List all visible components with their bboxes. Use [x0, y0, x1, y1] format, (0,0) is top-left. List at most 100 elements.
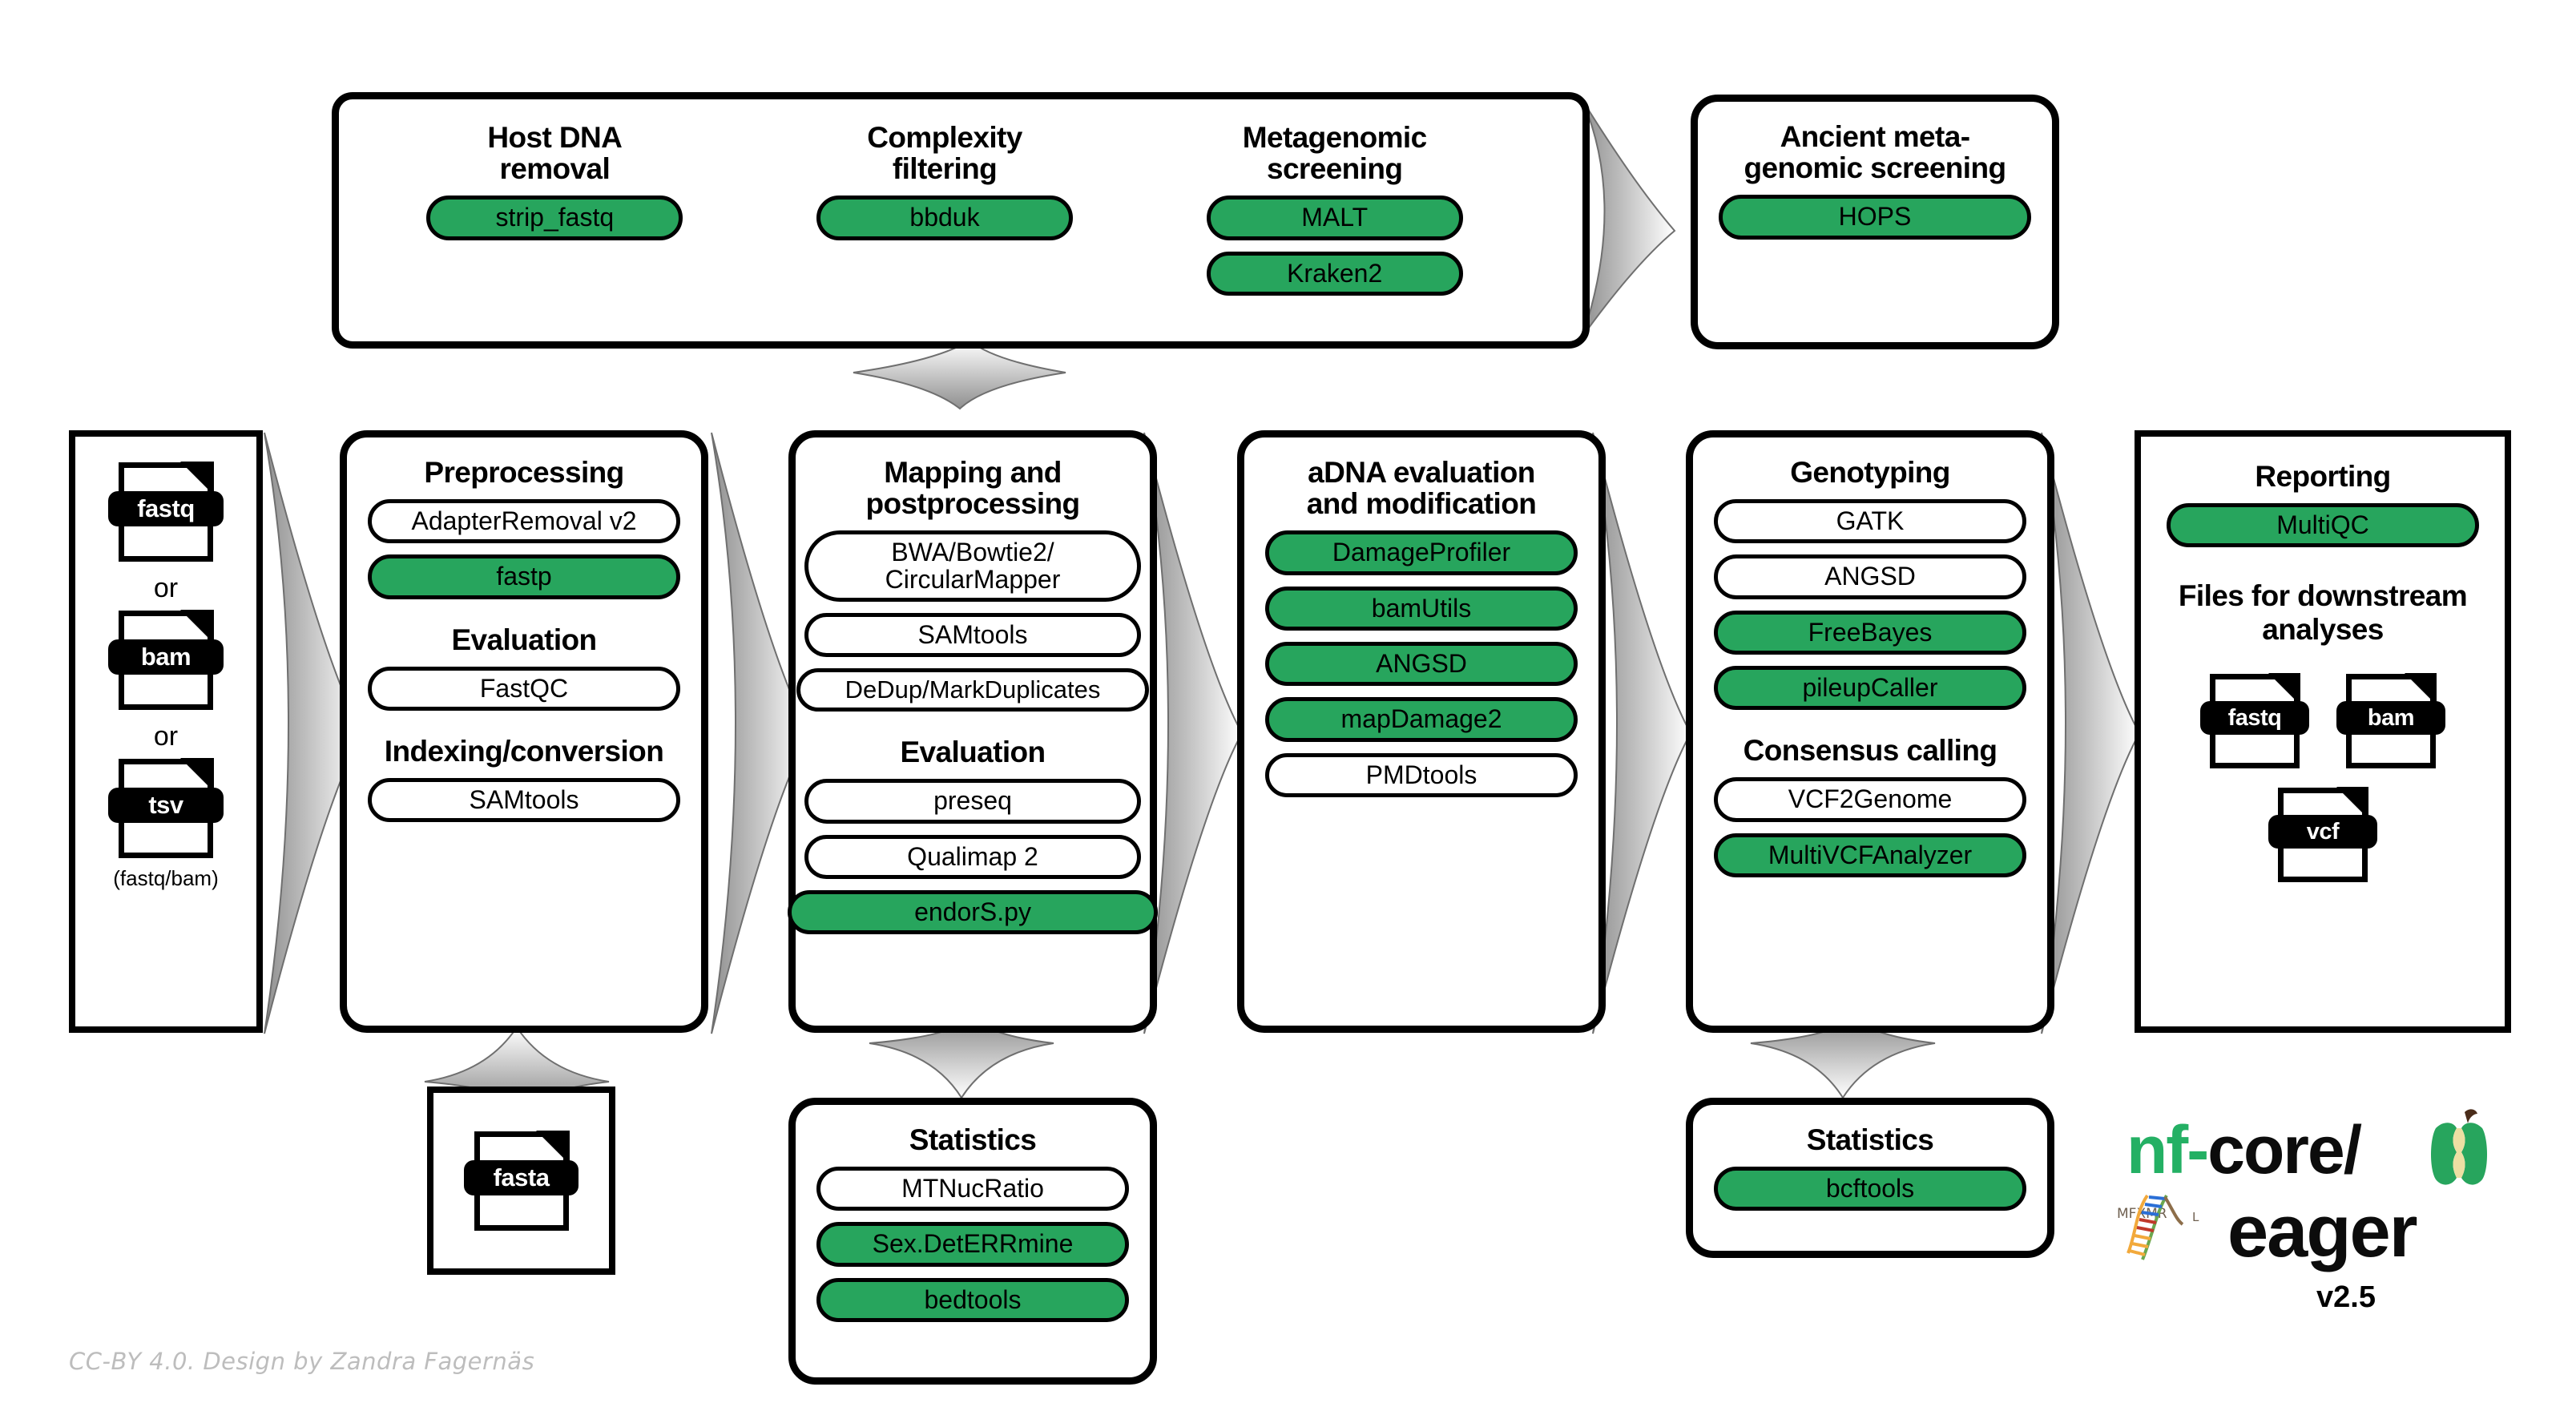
tool-pill-fastqc[interactable]: FastQC — [368, 666, 680, 712]
file-icon-vcf-output: vcf — [2268, 787, 2378, 883]
top-group-box: Host DNA removal strip_fastq Complexity … — [332, 92, 1590, 349]
apple-core-icon — [2431, 1109, 2487, 1185]
tool-pill-dedup-markduplicates[interactable]: DeDup/MarkDuplicates — [796, 668, 1149, 712]
or-label-2: or — [153, 721, 179, 752]
tool-pill-angsd-genotyping[interactable]: ANGSD — [1714, 554, 2026, 599]
card-title-reporting: Reporting — [2255, 460, 2391, 493]
tool-pill-damageprofiler[interactable]: DamageProfiler — [1265, 530, 1578, 575]
section-heading-indexing: Indexing/conversion — [384, 735, 664, 768]
top-column-complexity: Complexity filtering bbduk — [750, 117, 1140, 341]
input-files-box: fastq or bam or tsv (fastq/bam) — [69, 430, 263, 1033]
file-fold-corner — [180, 610, 214, 643]
card-title-adna: aDNA evaluation and modification — [1306, 456, 1537, 521]
tool-pill-angsd-adna[interactable]: ANGSD — [1265, 641, 1578, 687]
file-type-label: tsv — [108, 788, 224, 823]
file-icon-fastq-output: fastq — [2199, 673, 2310, 769]
genotyping-card: Genotyping GATK ANGSD FreeBayes pileupCa… — [1686, 430, 2054, 1033]
card-title-genotyping: Genotyping — [1790, 456, 1950, 489]
tool-pill-freebayes[interactable]: FreeBayes — [1714, 610, 2026, 655]
logo-eager-text: eager — [2227, 1191, 2417, 1272]
file-type-label: bam — [2336, 701, 2446, 736]
reporting-card: Reporting MultiQC Files for downstream a… — [2135, 430, 2511, 1033]
tool-pill-multivcfanalyzer[interactable]: MultiVCFAnalyzer — [1714, 833, 2026, 877]
file-icon-bam-output: bam — [2336, 673, 2446, 769]
file-fold-corner — [180, 462, 214, 495]
tool-pill-sex-deterrmine[interactable]: Sex.DetERRmine — [816, 1222, 1129, 1267]
tool-pill-kraken2[interactable]: Kraken2 — [1206, 251, 1463, 296]
logo-version: v2.5 — [2316, 1280, 2376, 1314]
tool-pill-pileupcaller[interactable]: pileupCaller — [1714, 666, 2026, 711]
ancient-metagenomic-card: Ancient meta- genomic screening HOPS — [1691, 95, 2059, 349]
mapping-card: Mapping and postprocessing BWA/Bowtie2/ … — [788, 430, 1158, 1033]
file-type-label: vcf — [2268, 815, 2378, 849]
arrow-genotyping-to-reporting — [2041, 432, 2141, 1034]
tool-pill-mtnucratio[interactable]: MTNucRatio — [816, 1167, 1129, 1211]
tool-pill-qualimap2[interactable]: Qualimap 2 — [804, 834, 1141, 879]
svg-text:L: L — [2192, 1210, 2199, 1224]
tool-pill-preseq[interactable]: preseq — [804, 779, 1141, 824]
top-column-title: Host DNA removal — [487, 121, 623, 186]
section-heading-consensus-calling: Consensus calling — [1743, 734, 1998, 768]
tool-pill-adapterremoval[interactable]: AdapterRemoval v2 — [368, 499, 680, 544]
tool-pill-bbduk[interactable]: bbduk — [816, 196, 1073, 240]
card-title-preprocessing: Preprocessing — [424, 456, 624, 489]
tool-pill-gatk[interactable]: GATK — [1714, 499, 2026, 544]
file-fold-corner — [535, 1130, 570, 1164]
file-type-label: fasta — [463, 1159, 579, 1195]
file-icon-bam: bam — [108, 610, 224, 710]
file-type-label: fastq — [108, 491, 224, 526]
tool-pill-strip-fastq[interactable]: strip_fastq — [426, 196, 683, 240]
top-column-title: Complexity filtering — [867, 121, 1022, 186]
arrow-mapping-to-adna — [1143, 432, 1244, 1034]
file-fold-corner — [2405, 673, 2437, 706]
logo-core-text: core/ — [2207, 1112, 2362, 1187]
statistics-mapping-card: Statistics MTNucRatio Sex.DetERRmine bed… — [788, 1098, 1157, 1385]
tool-pill-bamutils[interactable]: bamUtils — [1265, 586, 1578, 631]
nf-core-eager-logo: nf-core/ MFXMR L eager v2.5 — [2115, 1109, 2532, 1378]
statistics-genotyping-card: Statistics bcftools — [1686, 1098, 2054, 1258]
file-fold-corner — [180, 758, 214, 792]
file-type-label: bam — [108, 639, 224, 675]
arrow-adna-to-genotyping — [1592, 432, 1692, 1034]
card-title-statistics-mapping: Statistics — [909, 1123, 1037, 1156]
credit-text: CC-BY 4.0. Design by Zandra Fagernäs — [69, 1348, 535, 1375]
tool-pill-multiqc[interactable]: MultiQC — [2167, 503, 2479, 548]
preprocessing-card: Preprocessing AdapterRemoval v2 fastp Ev… — [340, 430, 708, 1033]
file-icon-fastq: fastq — [108, 462, 224, 562]
file-type-label: fastq — [2199, 701, 2310, 736]
tool-pill-mapdamage2[interactable]: mapDamage2 — [1265, 697, 1578, 742]
section-heading-evaluation: Evaluation — [451, 623, 597, 656]
tool-pill-malt[interactable]: MALT — [1206, 196, 1463, 240]
logo-line-nf-core: nf-core/ — [2127, 1116, 2362, 1183]
card-title-mapping: Mapping and postprocessing — [865, 456, 1080, 521]
or-label-1: or — [153, 573, 179, 603]
reference-fasta-box: fasta — [427, 1087, 615, 1275]
tool-pill-endors-py[interactable]: endorS.py — [788, 890, 1158, 935]
arrow-metagenomic-to-ancient — [1582, 99, 1676, 337]
tool-pill-hops[interactable]: HOPS — [1719, 195, 2031, 240]
input-caption: (fastq/bam) — [113, 866, 219, 890]
tool-pill-pmdtools[interactable]: PMDtools — [1265, 752, 1578, 797]
tool-pill-bwa-bowtie2-circularmapper[interactable]: BWA/Bowtie2/ CircularMapper — [804, 530, 1141, 602]
downstream-heading: Files for downstream analyses — [2178, 579, 2468, 647]
tool-pill-bcftools[interactable]: bcftools — [1714, 1167, 2026, 1211]
tool-pill-vcf2genome[interactable]: VCF2Genome — [1714, 777, 2026, 822]
tool-pill-fastp[interactable]: fastp — [368, 554, 680, 599]
tool-pill-samtools-mapping[interactable]: SAMtools — [804, 612, 1141, 658]
card-title-statistics-genotyping: Statistics — [1806, 1123, 1934, 1156]
card-title-ancient-screening: Ancient meta- genomic screening — [1744, 120, 2006, 185]
file-icon-tsv: tsv — [108, 758, 224, 858]
dna-helix-icon: MFXMR L — [2117, 1194, 2199, 1260]
top-column-title: Metagenomic screening — [1242, 121, 1427, 186]
top-column-metagenomic: Metagenomic screening MALT Kraken2 — [1139, 117, 1530, 341]
file-icon-fasta: fasta — [463, 1130, 579, 1231]
file-fold-corner — [2336, 787, 2368, 820]
tool-pill-samtools-preprocessing[interactable]: SAMtools — [368, 778, 680, 823]
file-fold-corner — [2268, 673, 2300, 706]
tool-pill-bedtools[interactable]: bedtools — [816, 1277, 1129, 1323]
top-column-host-dna: Host DNA removal strip_fastq — [360, 117, 750, 341]
section-heading-evaluation-mapping: Evaluation — [900, 736, 1046, 769]
logo-nf-text: nf- — [2127, 1112, 2209, 1187]
adna-card: aDNA evaluation and modification DamageP… — [1237, 430, 1606, 1033]
